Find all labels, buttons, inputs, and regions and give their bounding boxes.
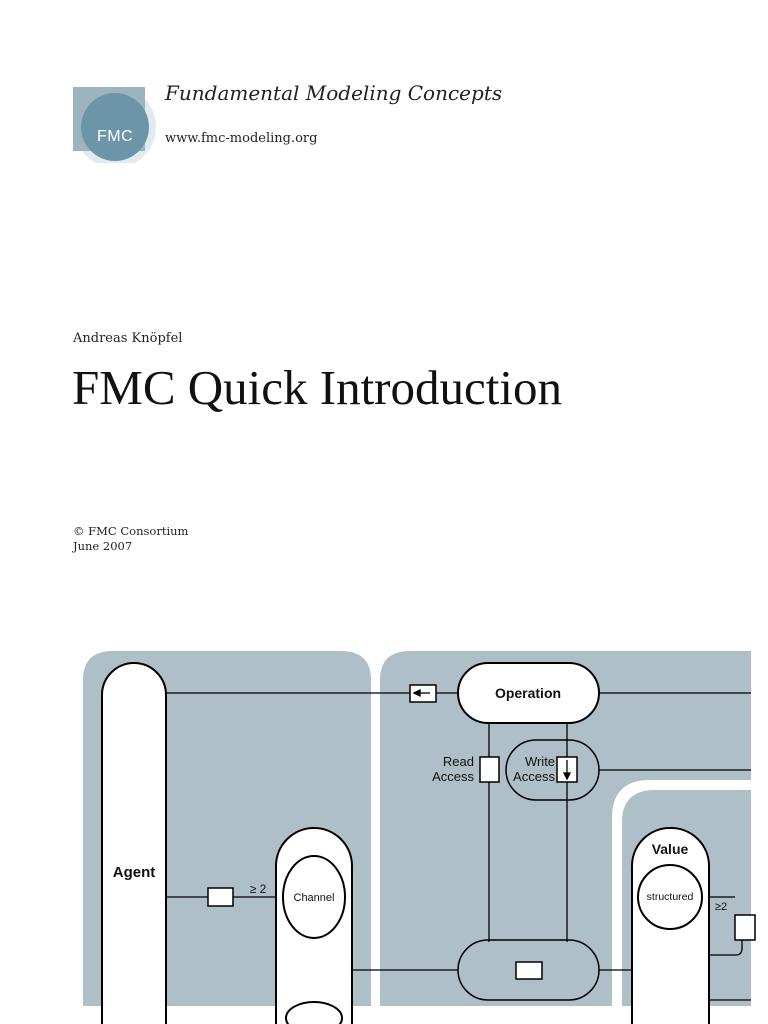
document-title: FMC Quick Introduction [72,360,562,415]
agent-node [101,662,167,1024]
logo-inner-circle [81,93,149,161]
org-url: www.fmc-modeling.org [165,131,318,146]
channel-label: Channel [294,892,335,904]
operation-label: Operation [495,685,561,701]
ge2-right-label: ≥2 [715,901,727,913]
storage-box [515,961,543,980]
read-access-label-1: Read [443,754,474,769]
fmc-logo-graphic [73,86,156,168]
agent-channel-box [207,887,234,907]
channel-inner [282,855,346,939]
org-title: Fundamental Modeling Concepts [165,81,503,105]
fmc-diagram: Operation Read Access Write Access Agent… [83,651,756,1024]
structured-node [637,864,703,930]
write-access-label-2: Access [513,769,555,784]
channel-lower [285,1001,343,1024]
value-access-box [734,914,756,941]
operation-node [457,662,600,724]
agent-label: Agent [113,864,156,881]
copyright-notice: © FMC Consortium [73,524,189,538]
read-access-label-2: Access [432,769,474,784]
author-name: Andreas Knöpfel [73,331,183,346]
down-arrow-icon [562,772,572,781]
value-label: Value [652,841,689,857]
fmc-logo [73,86,157,168]
storage-group [457,939,600,1001]
write-access-group [505,739,600,801]
logo-text: FMC [97,128,134,145]
publication-date: June 2007 [73,539,133,553]
left-arrow-icon [412,688,421,698]
ge2-left-label: ≥ 2 [250,882,267,896]
read-access-box [479,756,500,783]
structured-label: structured [647,891,694,903]
write-access-label-1: Write [525,754,555,769]
